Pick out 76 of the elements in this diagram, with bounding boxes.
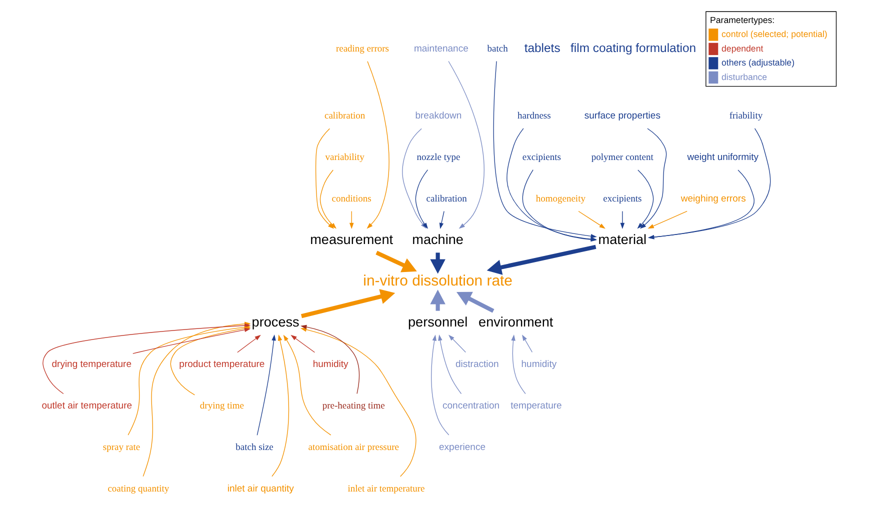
node-text: product temperature xyxy=(178,359,264,370)
arrow xyxy=(578,210,605,229)
arrow xyxy=(636,170,654,229)
node-text: concentration xyxy=(442,400,500,412)
node-text: process xyxy=(251,314,299,330)
legend-label: control (selected; potential) xyxy=(721,29,827,40)
arrow xyxy=(492,60,596,238)
node-text: inlet air quantity xyxy=(226,483,294,494)
arrow xyxy=(486,244,596,275)
arrow xyxy=(510,334,526,394)
node-text: breakdown xyxy=(414,110,462,122)
node-text: batch xyxy=(486,44,508,54)
arrow xyxy=(522,334,532,353)
node-text: measurement xyxy=(310,232,393,247)
node-text: atomisation air pressure xyxy=(308,442,399,453)
arrow xyxy=(236,334,260,353)
arrow xyxy=(366,61,389,229)
label: Parametertypes: xyxy=(709,14,774,25)
arrow xyxy=(271,334,289,477)
node-text: nozzle type xyxy=(416,153,460,164)
arrow xyxy=(639,128,666,229)
arrow xyxy=(290,334,315,353)
legend-label: disturbance xyxy=(721,72,767,82)
arrow xyxy=(438,210,444,230)
node-text: calibration xyxy=(324,112,365,122)
node-text: personnel xyxy=(408,314,468,330)
arrow xyxy=(256,334,276,436)
arrow xyxy=(300,324,359,394)
arrow xyxy=(448,334,466,353)
label: film coating formulation xyxy=(570,40,696,55)
node-text: weighing errors xyxy=(680,193,746,204)
node-text: excipients xyxy=(602,194,642,204)
node-text: batch size xyxy=(235,442,273,453)
label: tablets xyxy=(524,40,560,55)
arrow xyxy=(430,334,449,436)
node-text: experience xyxy=(438,442,485,453)
node-text: conditions xyxy=(331,194,371,204)
arrow xyxy=(456,292,494,313)
node-text: humidity xyxy=(520,359,556,370)
node-text: drying time xyxy=(199,402,244,412)
legend-label: others (adjustable) xyxy=(721,58,794,68)
node-text: polymer content xyxy=(590,153,653,164)
arrow xyxy=(300,328,416,477)
node-text: drying temperature xyxy=(51,359,131,370)
arrow xyxy=(300,289,395,318)
node-text: outlet air temperature xyxy=(41,400,132,412)
node-text: surface properties xyxy=(584,110,660,122)
node-text: in-vitro dissolution rate xyxy=(362,272,512,290)
arrow xyxy=(132,328,250,354)
node-text: spray rate xyxy=(102,442,140,453)
node-text: machine xyxy=(412,232,463,247)
node-text: variability xyxy=(324,153,364,164)
node-text: inlet air temperature xyxy=(347,484,424,494)
node-text: friability xyxy=(728,112,762,122)
node-text: maintenance xyxy=(413,43,468,54)
node-text: calibration xyxy=(426,194,466,204)
node-text: excipients xyxy=(522,153,560,164)
node-text: temperature xyxy=(510,400,562,412)
arrow xyxy=(620,210,624,230)
node-text: environment xyxy=(478,314,553,330)
node-text: coating quantity xyxy=(107,484,169,494)
arrow xyxy=(438,334,462,394)
arrow xyxy=(448,60,484,229)
node-text: hardness xyxy=(517,112,550,122)
node-text: weight uniformity xyxy=(686,152,758,164)
node-text: pre-heating time xyxy=(322,402,384,412)
arrow xyxy=(282,334,331,436)
arrow xyxy=(375,250,416,272)
node-text: homogeneity xyxy=(535,194,585,204)
arrow xyxy=(647,210,687,229)
node-text: distraction xyxy=(455,359,498,370)
node-text: material xyxy=(598,232,646,247)
node-text: humidity xyxy=(312,359,348,370)
legend-label: dependent xyxy=(721,43,763,54)
node-text: reading errors xyxy=(335,44,388,54)
arrow xyxy=(348,210,354,230)
